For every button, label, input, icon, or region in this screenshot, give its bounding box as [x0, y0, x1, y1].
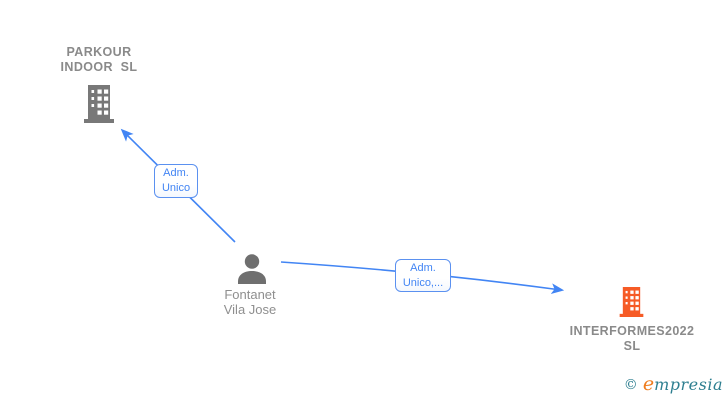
copyright-symbol: © [623, 377, 638, 393]
empresia-logo[interactable]: © empresia [624, 373, 723, 395]
node-label-fontanet-vila-jose[interactable]: Fontanet Vila Jose [223, 287, 277, 317]
node-label-parkour-indoor-sl[interactable]: PARKOUR INDOOR SL [60, 45, 138, 74]
building-icon[interactable] [618, 287, 645, 317]
edge-label-adm-unico[interactable]: Adm. Unico [154, 164, 198, 198]
person-icon[interactable] [236, 254, 268, 284]
node-label-interformes2022-sl[interactable]: INTERFORMES2022 SL [569, 324, 695, 353]
brand-name-rest: mpresia [654, 375, 723, 394]
brand-letter-e: e [642, 373, 655, 395]
edge-label-adm-unico-more[interactable]: Adm. Unico,... [395, 259, 451, 292]
building-icon[interactable] [84, 85, 114, 123]
